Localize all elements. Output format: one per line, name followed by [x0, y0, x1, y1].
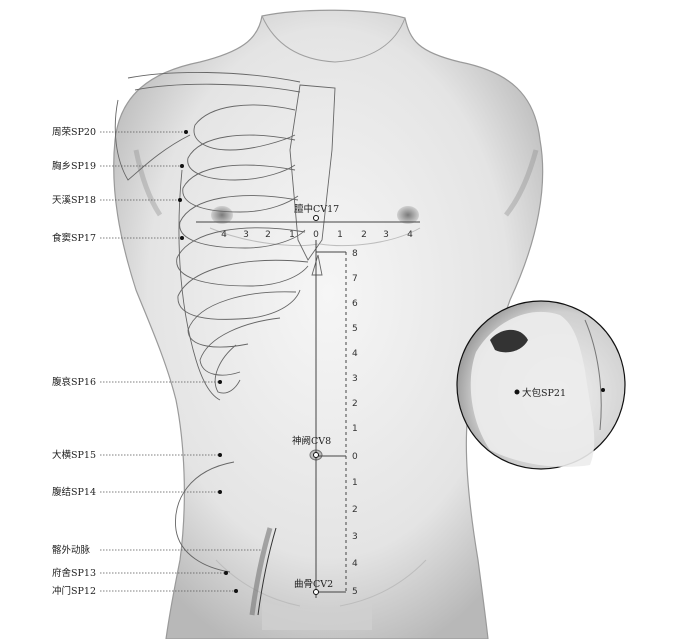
vertical-scale-tick: 1	[352, 424, 358, 434]
point-label-sp16: 腹哀SP16	[52, 376, 96, 388]
point-label-sp17: 食窦SP17	[52, 232, 96, 244]
horizontal-scale-tick: 4	[221, 230, 227, 240]
vertical-scale-tick: 4	[352, 559, 358, 569]
vertical-scale-tick: 2	[352, 399, 358, 409]
point-label-sp19: 胸乡SP19	[52, 160, 96, 172]
point-marker-sp14	[218, 490, 222, 494]
horizontal-scale-tick: 3	[383, 230, 389, 240]
right-nipple	[397, 206, 419, 224]
point-marker-cv17	[313, 215, 319, 221]
horizontal-scale-tick: 1	[337, 230, 343, 240]
point-label-sp18: 天溪SP18	[52, 194, 96, 206]
left-nipple	[211, 206, 233, 224]
vertical-scale-tick: 3	[352, 532, 358, 542]
horizontal-scale-tick: 2	[265, 230, 271, 240]
horizontal-scale-tick: 1	[289, 230, 295, 240]
point-label-sp13: 府舍SP13	[52, 567, 96, 579]
point-marker-sp16	[218, 380, 222, 384]
point-label-sp14: 腹结SP14	[52, 486, 96, 498]
point-marker-sp12	[234, 589, 238, 593]
vertical-scale-tick: 8	[352, 249, 358, 259]
point-marker-sp13	[224, 571, 228, 575]
vertical-scale: 8 7 6 5 4 3 2 1 0 1 2 3 4 5	[315, 240, 358, 598]
vertical-scale-tick: 2	[352, 505, 358, 515]
point-marker-sp15	[218, 453, 222, 457]
point-label-external-iliac-artery: 髂外动脉	[52, 544, 91, 556]
point-marker-sp21	[514, 389, 520, 395]
torso-illustration	[113, 9, 544, 639]
vertical-scale-tick: 7	[352, 274, 358, 284]
rib-cage-overlay	[114, 71, 336, 401]
vertical-scale-tick: 3	[352, 374, 358, 384]
point-marker-cv8	[313, 452, 319, 458]
vertical-scale-tick: 1	[352, 478, 358, 488]
point-marker-sp17	[180, 236, 184, 240]
left-point-labels: 周荣SP20 胸乡SP19 天溪SP18 食窦SP17 腹哀SP16 大横SP1…	[52, 126, 262, 597]
horizontal-scale-tick: 3	[243, 230, 249, 240]
horizontal-scale-tick: 2	[361, 230, 367, 240]
armpit-inset: 大包SP21	[456, 300, 626, 470]
horizontal-scale-tick: 4	[407, 230, 413, 240]
point-label-sp20: 周荣SP20	[52, 126, 96, 138]
midline-point-labels: 膻中CV17 神阙CV8 曲骨CV2	[292, 203, 339, 595]
point-marker-cv2	[313, 589, 319, 595]
point-label-cv8: 神阙CV8	[292, 435, 331, 447]
point-label-sp15: 大横SP15	[52, 449, 96, 461]
vertical-scale-tick: 5	[352, 324, 358, 334]
pelvic-overlay	[175, 461, 277, 616]
point-marker-sp20	[184, 130, 188, 134]
point-label-sp21: 大包SP21	[522, 387, 566, 399]
vertical-scale-tick: 5	[352, 587, 358, 597]
vertical-scale-tick: 6	[352, 299, 358, 309]
vertical-scale-tick: 4	[352, 349, 358, 359]
vertical-scale-tick: 0	[352, 452, 358, 462]
point-label-cv17: 膻中CV17	[294, 203, 339, 215]
point-label-sp12: 冲门SP12	[52, 585, 96, 597]
point-marker-sp18	[178, 198, 182, 202]
horizontal-scale: 4 3 2 1 0 1 2 3 4	[196, 221, 420, 240]
horizontal-scale-tick: 0	[313, 230, 319, 240]
point-marker-sp19	[180, 164, 184, 168]
point-label-cv2: 曲骨CV2	[294, 579, 333, 590]
